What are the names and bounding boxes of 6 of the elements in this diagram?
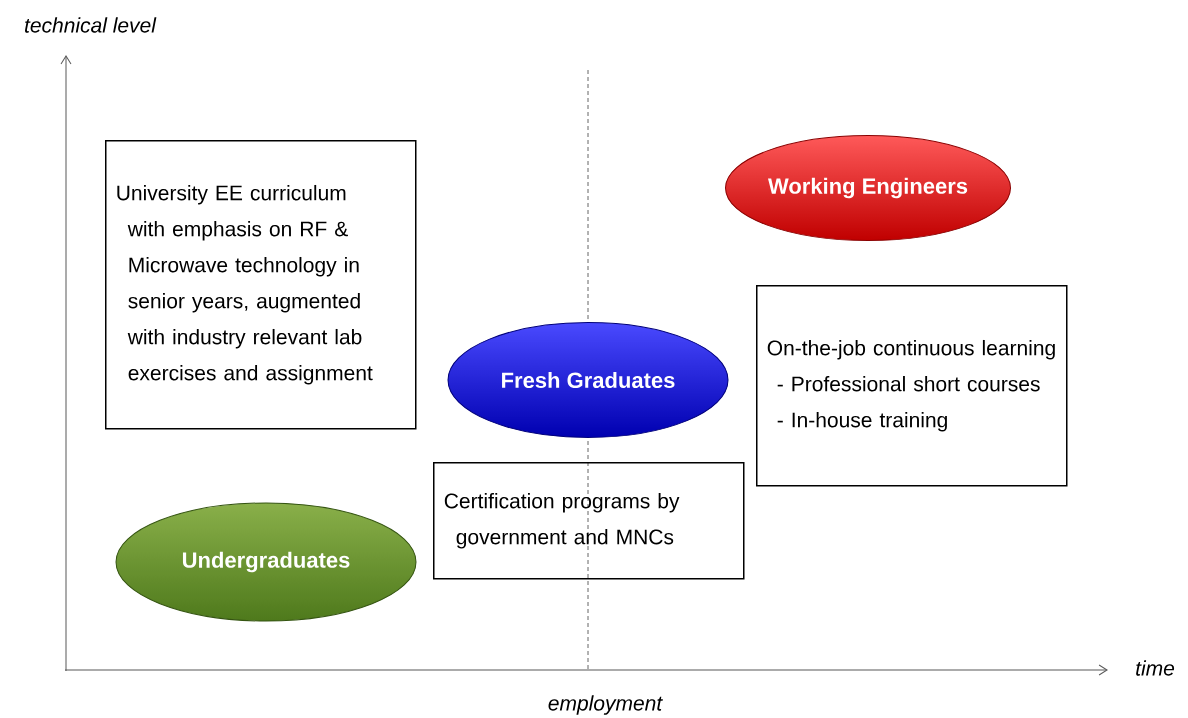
axis-label: employment xyxy=(548,695,663,715)
text-box: On-the-job continuous learning - Professional short courses - In-house training xyxy=(756,285,1068,487)
axis-label: technical level xyxy=(25,17,157,33)
text-box: University EE curriculum with emphasis on RF & Microwave technology in senior years, augmented with industry relevant lab exercises and assignment xyxy=(105,140,417,430)
text-box: Certification programs by government and MNCs xyxy=(433,462,745,580)
axis-label: time xyxy=(1136,660,1175,676)
